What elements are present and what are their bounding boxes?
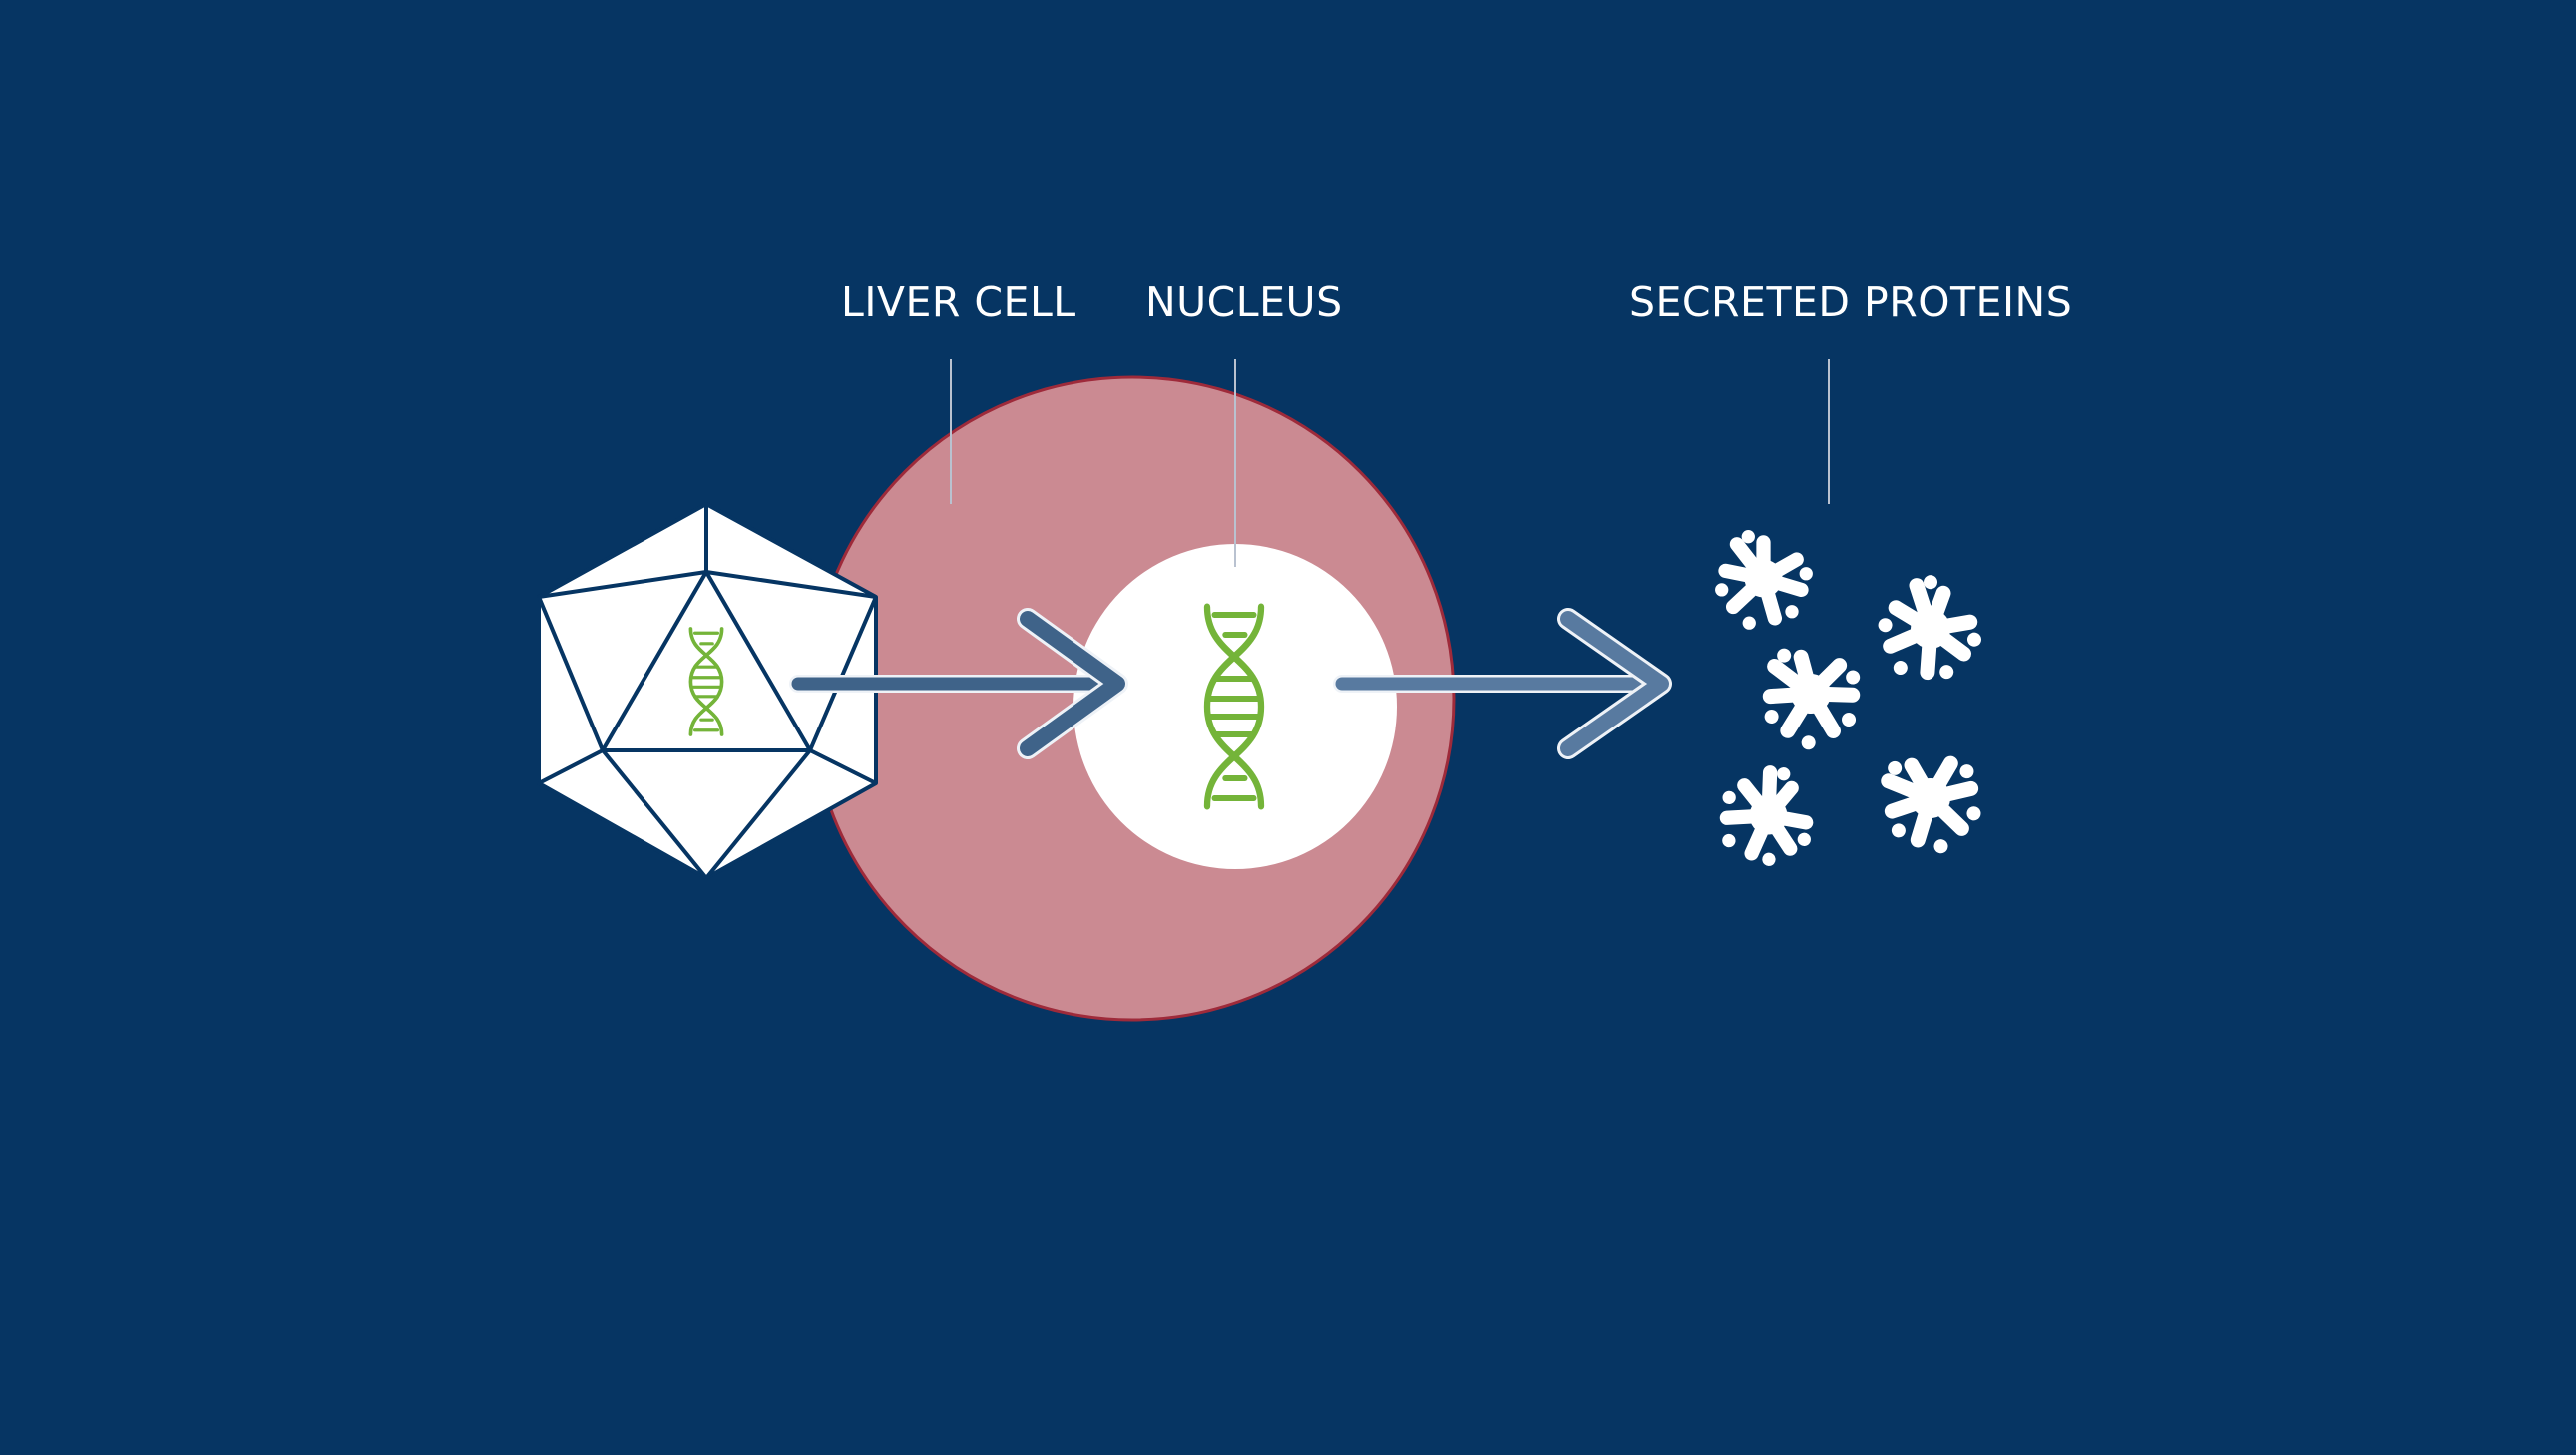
protein-icon xyxy=(1749,631,1876,758)
secreted-proteins-label: SECRETED PROTEINS xyxy=(1629,278,2073,326)
liver-cell-label: LIVER CELL xyxy=(841,278,1076,326)
nucleus-label: NUCLEUS xyxy=(1145,278,1343,326)
arrow-to-proteins xyxy=(1333,608,1672,759)
protein-icon xyxy=(1715,530,1813,630)
protein-icon xyxy=(1861,728,2002,870)
capsid-icon xyxy=(537,502,878,880)
arrow-into-nucleus xyxy=(789,608,1128,759)
protein-icon xyxy=(1698,747,1837,886)
protein-icon xyxy=(1865,564,1997,698)
nucleus xyxy=(1073,544,1397,869)
secreted-proteins xyxy=(1698,530,2002,887)
